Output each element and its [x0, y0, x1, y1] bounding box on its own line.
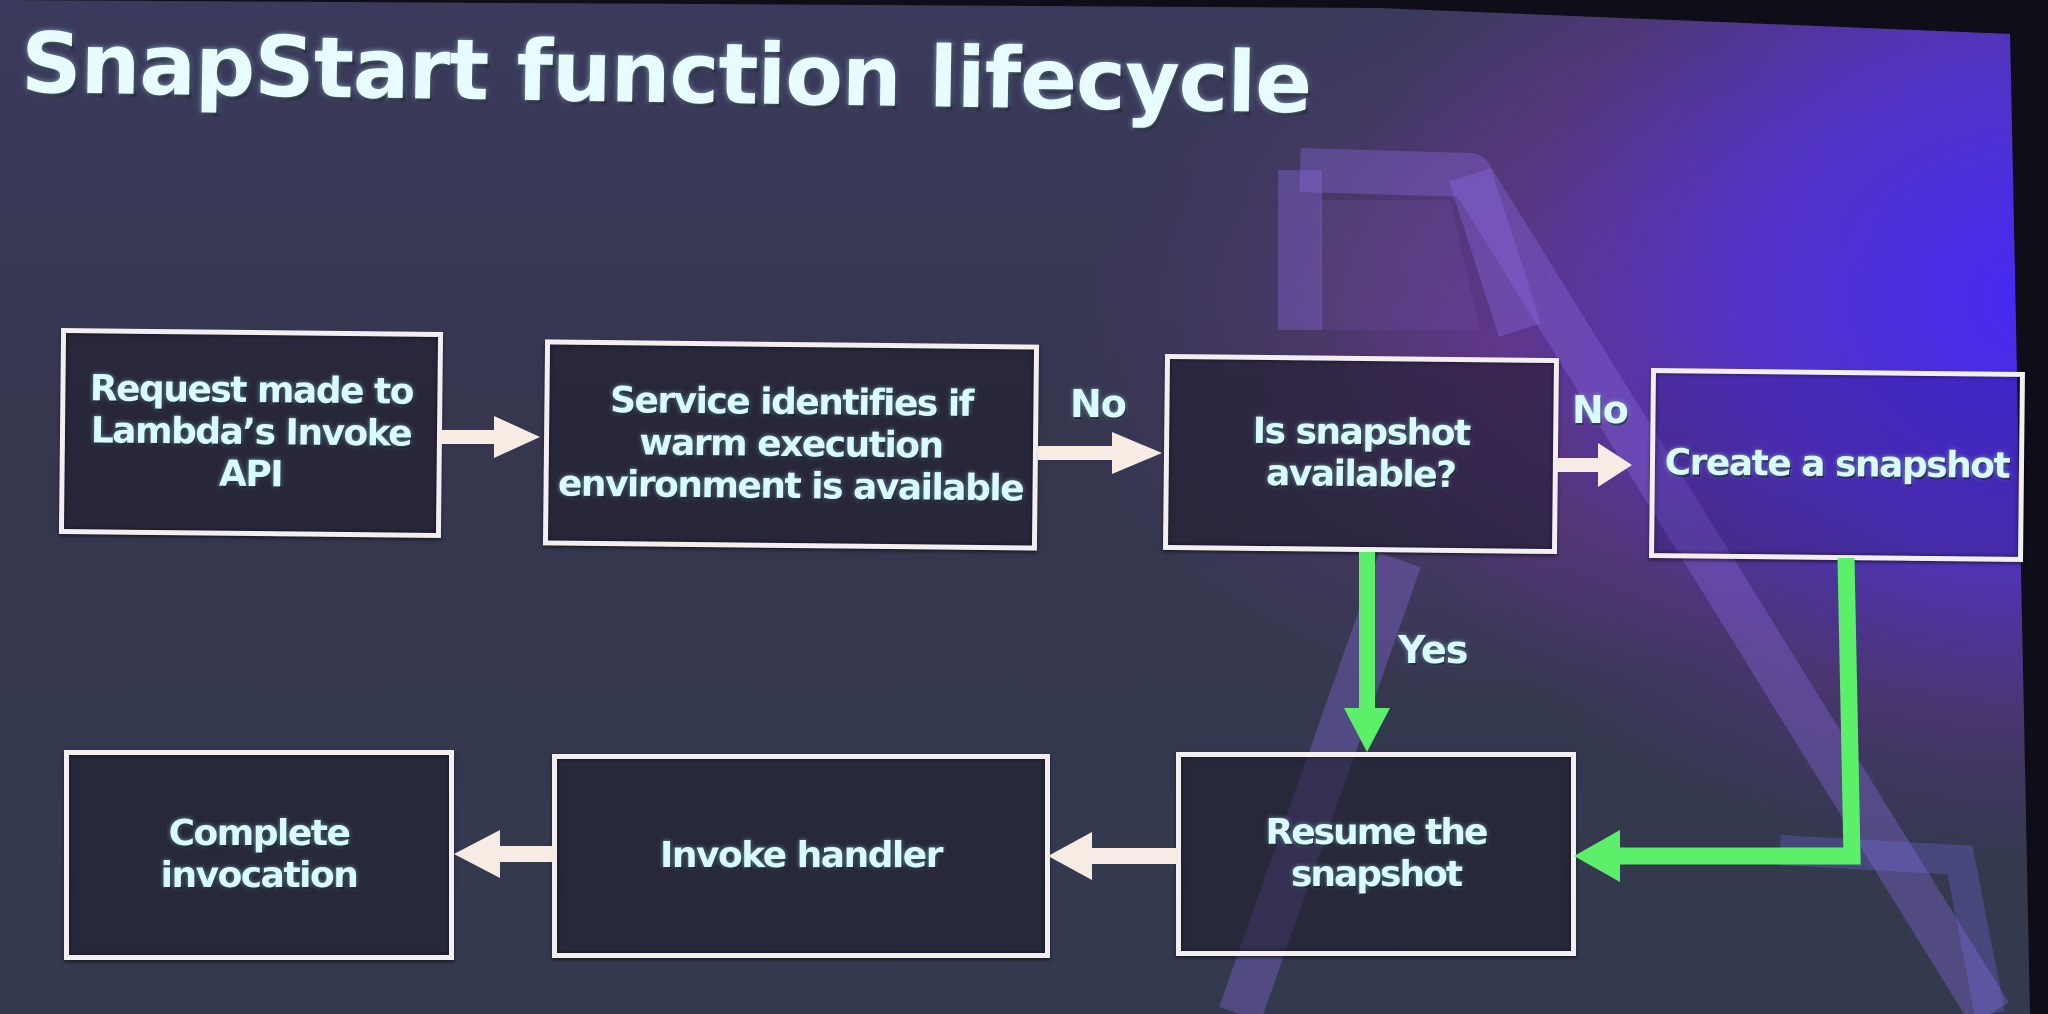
node-label: Service identifies if warm execution env…: [557, 380, 1024, 510]
node-label: Request made to Lambda’s Invoke API: [89, 368, 414, 496]
node-create-snapshot: Create a snapshot: [1649, 368, 2025, 562]
edge-label-no: No: [1070, 382, 1127, 426]
edge-label-no: No: [1572, 388, 1629, 432]
node-service: Service identifies if warm execution env…: [542, 339, 1040, 551]
node-resume-snapshot: Resume the snapshot: [1176, 752, 1576, 956]
node-is-snapshot-available: Is snapshot available?: [1162, 353, 1560, 555]
slide-title: SnapStart function lifecycle: [20, 14, 1312, 133]
node-label: Is snapshot available?: [1252, 410, 1470, 496]
node-request: Request made to Lambda’s Invoke API: [58, 328, 444, 538]
node-label: Invoke handler: [660, 835, 943, 876]
node-complete-invocation: Complete invocation: [64, 750, 454, 960]
node-label: Create a snapshot: [1664, 442, 2010, 487]
node-label: Resume the snapshot: [1265, 812, 1489, 895]
node-label: Complete invocation: [160, 813, 359, 896]
edge-label-yes: Yes: [1398, 628, 1468, 672]
node-invoke-handler: Invoke handler: [552, 754, 1050, 958]
